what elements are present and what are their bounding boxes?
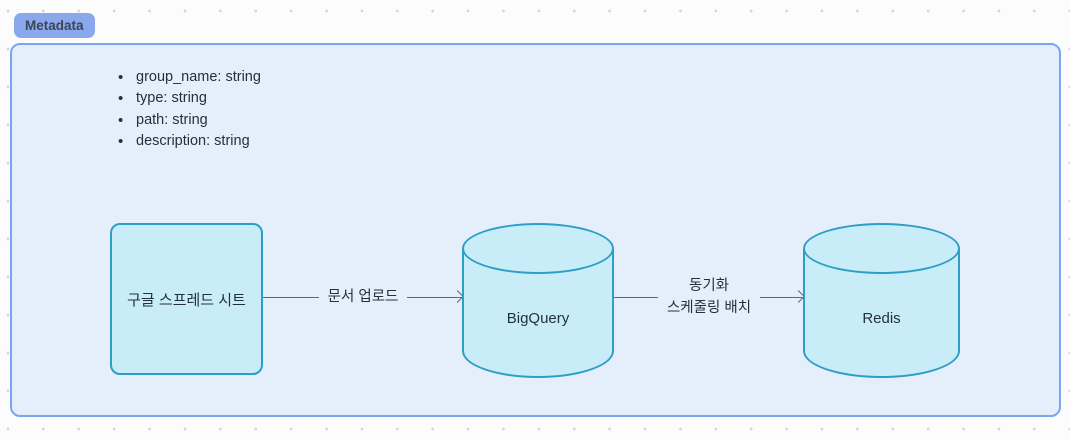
- node-redis-label: Redis: [862, 310, 901, 327]
- node-bigquery[interactable]: BigQuery: [462, 223, 614, 378]
- edge-sync-line-end: [760, 290, 805, 304]
- edge-sync-line-start: [614, 296, 658, 298]
- node-google-spreadsheet[interactable]: 구글 스프레드 시트: [110, 223, 263, 375]
- edge-upload-line-start: [263, 296, 319, 298]
- cylinder-top-ellipse: [462, 223, 614, 274]
- attribute-item-description: description: string: [118, 131, 261, 153]
- edge-sync-label: 동기화 스케줄링 배치: [666, 278, 752, 316]
- cylinder-top-ellipse: [803, 223, 960, 274]
- node-bigquery-label: BigQuery: [506, 310, 570, 327]
- edge-upload-label: 문서 업로드: [327, 289, 399, 305]
- node-google-spreadsheet-label: 구글 스프레드 시트: [127, 291, 246, 309]
- attribute-list: group_name: string type: string path: st…: [118, 67, 261, 153]
- attribute-item-type: type: string: [118, 88, 261, 110]
- node-redis[interactable]: Redis: [803, 223, 960, 378]
- metadata-group-badge[interactable]: Metadata: [14, 13, 95, 38]
- edge-sync[interactable]: 동기화 스케줄링 배치: [614, 273, 805, 321]
- edge-upload-line-end: [407, 290, 464, 304]
- edge-upload[interactable]: 문서 업로드: [263, 273, 464, 321]
- attribute-item-path: path: string: [118, 110, 261, 132]
- attribute-item-group-name: group_name: string: [118, 67, 261, 89]
